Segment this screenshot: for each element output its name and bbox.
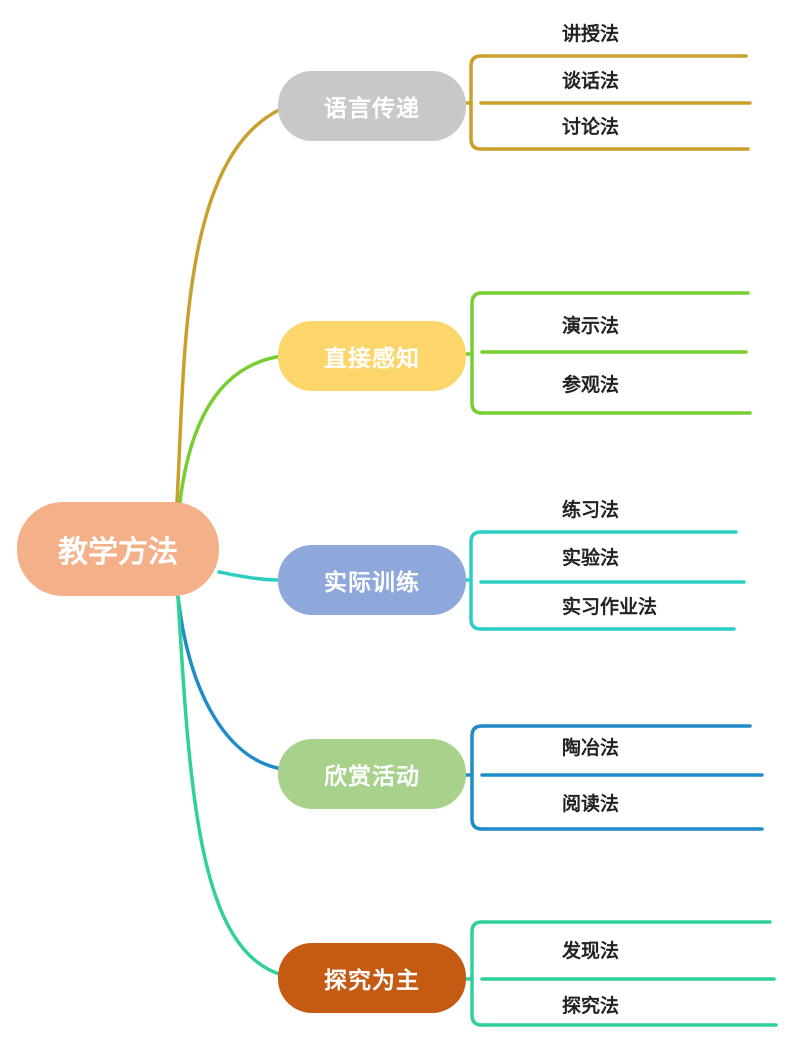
branch-label: 探究为主 (324, 968, 420, 994)
leaf-conversation-method: 谈话法 (562, 70, 620, 92)
leaf-discussion-method: 讨论法 (562, 116, 620, 138)
root-connector-2 (217, 570, 282, 582)
root-connector-0 (175, 108, 281, 504)
branch-node-language-transmission: 语言传递 (278, 71, 466, 141)
leaf-demonstration-method: 演示法 (562, 315, 620, 337)
branch-bracket-1 (470, 291, 484, 415)
branch-label: 实际训练 (324, 570, 420, 596)
branch-node-appreciation-activity: 欣赏活动 (278, 739, 466, 809)
branch-label: 欣赏活动 (324, 764, 420, 790)
leaf-inquiry-method: 探究法 (562, 995, 620, 1017)
branch-bracket-3 (470, 724, 484, 831)
branch-label: 直接感知 (324, 346, 420, 372)
leaf-experiment-method: 实验法 (562, 547, 620, 569)
branch-node-practical-training: 实际训练 (278, 545, 466, 615)
root-connector-1 (178, 354, 284, 504)
branch-label: 语言传递 (324, 96, 420, 122)
leaf-cultivation-method: 陶冶法 (562, 737, 620, 759)
leaf-visit-method: 参观法 (562, 374, 620, 396)
leaf-reading-method: 阅读法 (562, 793, 620, 815)
root-connector-3 (176, 595, 284, 771)
branch-bracket-2 (469, 530, 483, 631)
root-connector-4 (176, 595, 284, 977)
branch-node-inquiry-based: 探究为主 (278, 943, 466, 1013)
branch-node-direct-perception: 直接感知 (278, 321, 466, 391)
branch-bracket-0 (469, 54, 483, 151)
leaf-discovery-method: 发现法 (562, 940, 620, 962)
leaf-exercise-method: 练习法 (562, 499, 620, 521)
leaf-lecture-method: 讲授法 (562, 23, 620, 45)
leaf-internship-method: 实习作业法 (562, 596, 658, 618)
root-node-teaching-methods: 教学方法 (17, 502, 219, 596)
branch-bracket-4 (470, 920, 484, 1027)
root-label: 教学方法 (58, 535, 178, 570)
